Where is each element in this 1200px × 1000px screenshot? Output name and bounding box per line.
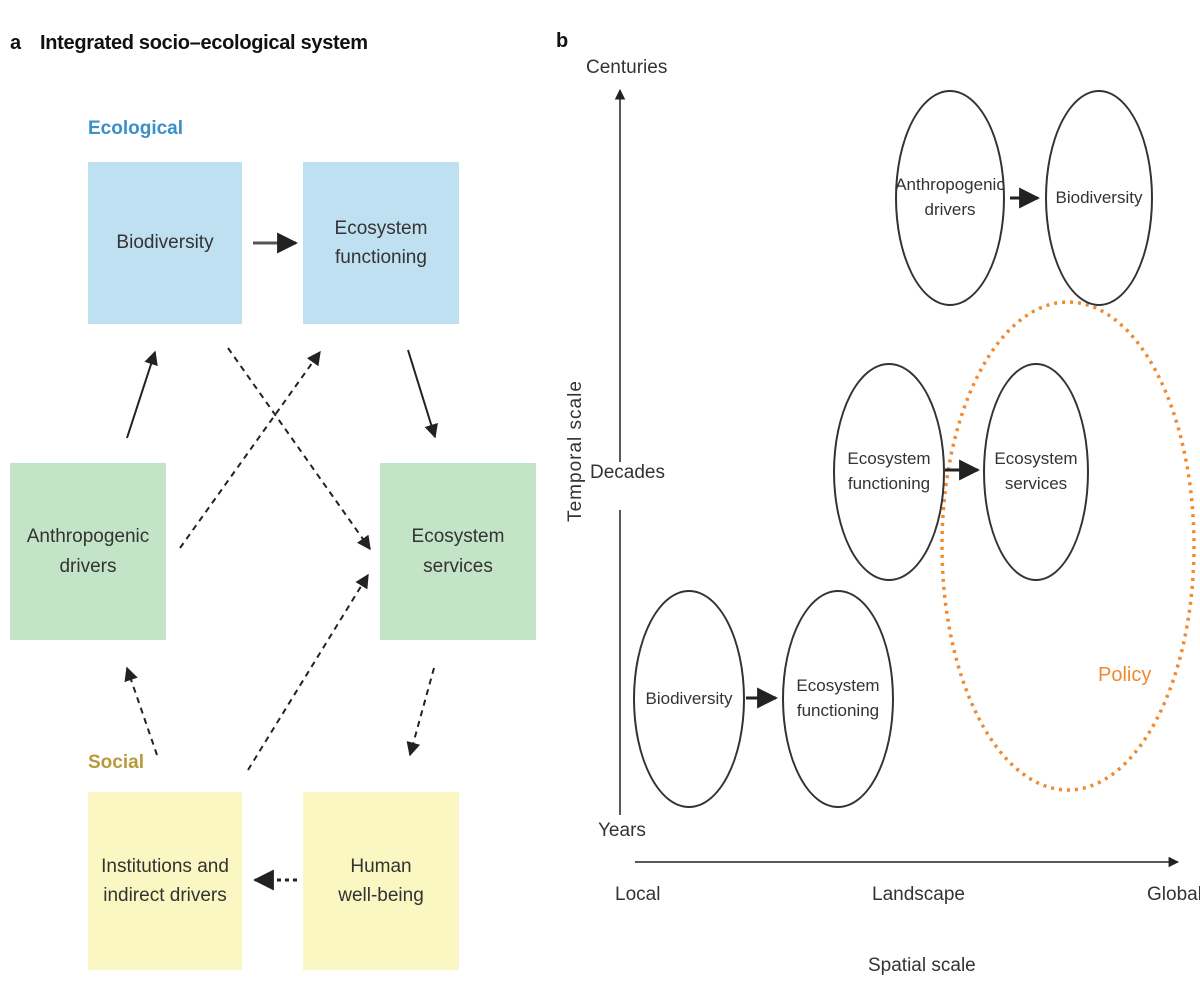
x-tick-local: Local <box>615 884 661 905</box>
circle-ecosystem-services: Ecosystem services <box>983 363 1089 581</box>
ecological-label: Ecological <box>88 118 184 139</box>
arrow-institutions-to-services <box>247 573 369 771</box>
y-tick-centuries: Centuries <box>586 57 668 78</box>
ecosystem-services-box: Ecosystem services <box>380 463 536 640</box>
arrow-biodiversity-to-services <box>227 347 371 551</box>
x-axis-label: Spatial scale <box>868 955 976 976</box>
x-tick-global: Global <box>1147 884 1200 905</box>
biodiversity-box: Biodiversity <box>88 162 242 324</box>
policy-label: Policy <box>1098 664 1152 686</box>
panel-b-letter: b <box>556 30 569 52</box>
circle-anthropogenic-drivers: Anthropogenic drivers <box>895 90 1005 306</box>
circle-biodiversity-top: Biodiversity <box>1045 90 1153 306</box>
y-tick-decades: Decades <box>590 462 665 483</box>
arrow-drivers-to-functioning <box>179 350 321 549</box>
panel-a-title: Integrated socio–ecological system <box>40 32 368 54</box>
circle-ecosystem-functioning-bottom: Ecosystem functioning <box>782 590 894 808</box>
y-axis-label-anchor: Temporal scale <box>565 380 586 522</box>
y-axis-label: Temporal scale <box>565 380 586 522</box>
y-tick-years: Years <box>598 820 646 841</box>
circle-ecosystem-functioning-mid: Ecosystem functioning <box>833 363 945 581</box>
policy-circle <box>940 300 1196 792</box>
panel-a-letter: a <box>10 32 22 54</box>
circle-biodiversity-bottom: Biodiversity <box>633 590 745 808</box>
arrow-services-to-wellbeing <box>406 667 435 757</box>
ecosystem-functioning-box: Ecosystem functioning <box>303 162 459 324</box>
x-tick-landscape: Landscape <box>872 884 965 905</box>
arrow-institutions-to-drivers <box>124 666 158 756</box>
social-label: Social <box>88 752 144 773</box>
arrow-functioning-to-services <box>407 349 438 439</box>
anthropogenic-drivers-box: Anthropogenic drivers <box>10 463 166 640</box>
human-wellbeing-box: Human well-being <box>303 792 459 970</box>
institutions-box: Institutions and indirect drivers <box>88 792 242 970</box>
arrow-drivers-to-biodiversity <box>126 350 158 439</box>
